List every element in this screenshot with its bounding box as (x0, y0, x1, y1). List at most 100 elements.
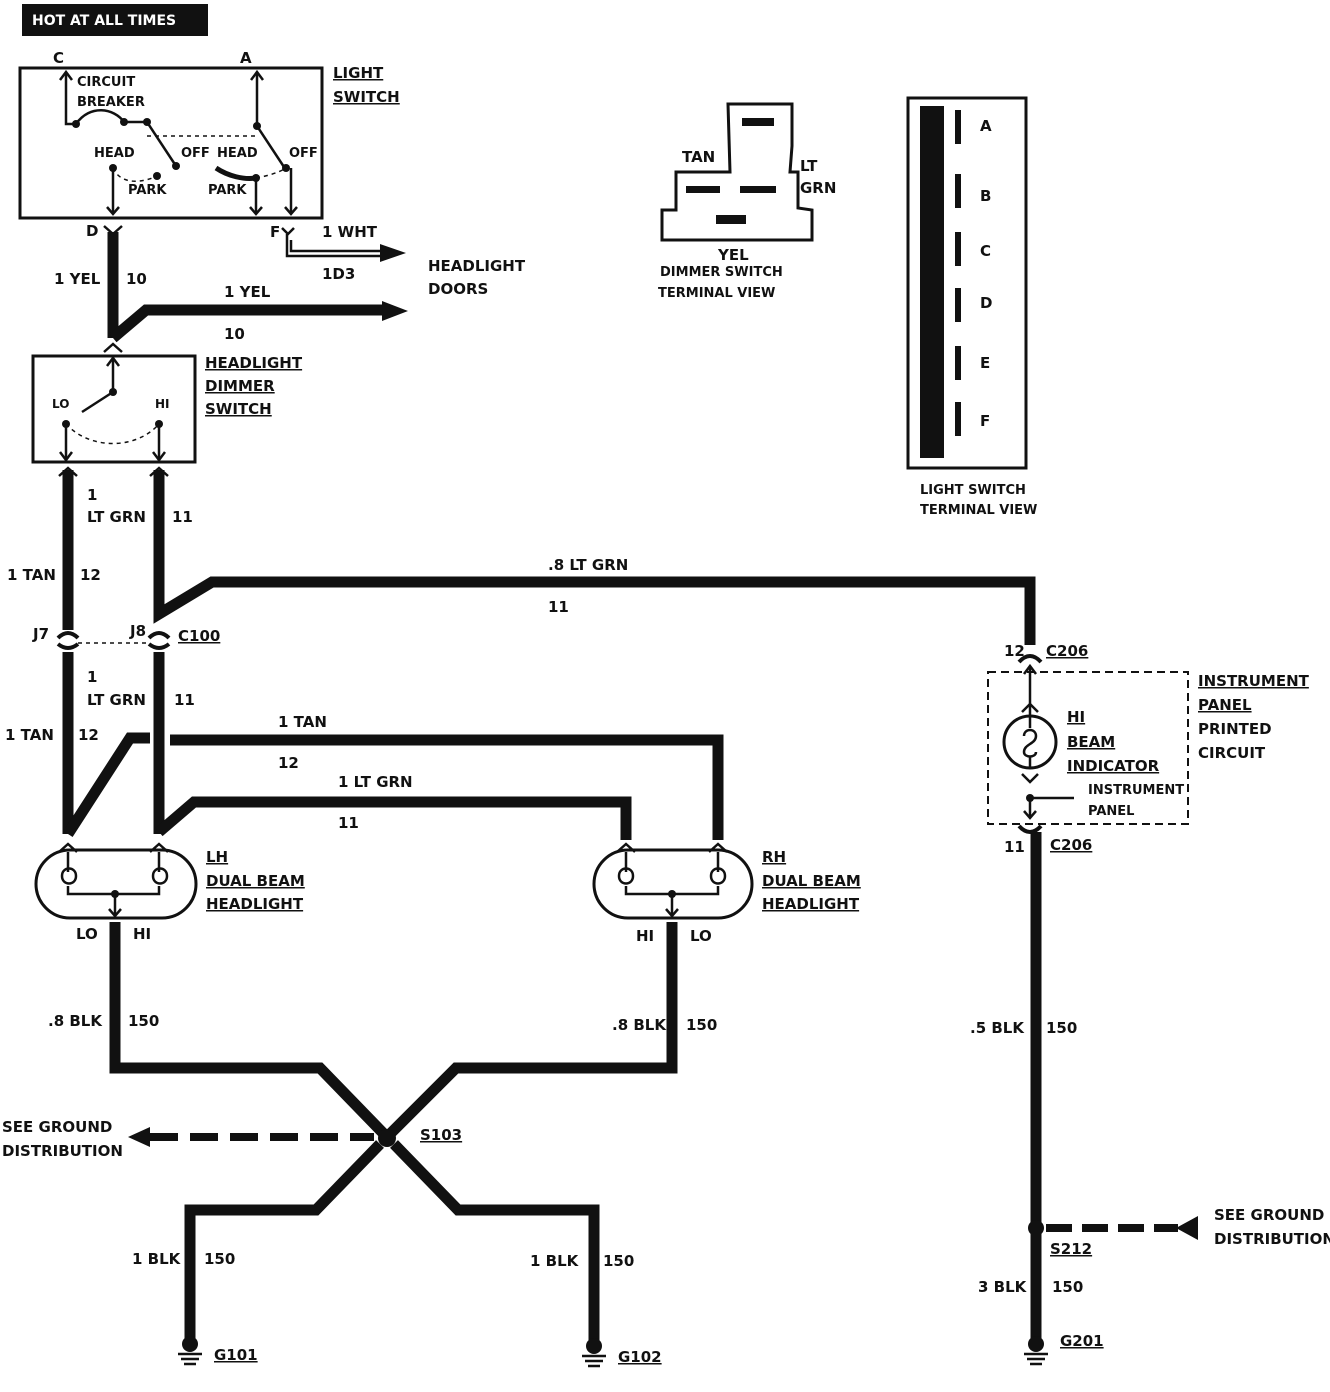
ls-tv-caption-2: TERMINAL VIEW (920, 503, 1037, 518)
ip-gnd-size: .5 BLK (970, 1019, 1025, 1037)
head-right-label: HEAD (217, 146, 258, 161)
g101-circuit: 150 (204, 1250, 235, 1268)
wht-wire-size: 1 WHT (322, 223, 378, 241)
lh-gnd-circuit: 150 (128, 1012, 159, 1030)
rh-tan-size: 1 TAN (278, 713, 327, 731)
s103-ground-network: S103 SEE GROUND DISTRIBUTION .8 BLK 150 … (2, 922, 717, 1368)
dimmer-tv-caption-1: DIMMER SWITCH (660, 265, 783, 280)
rh-hi-label: HI (636, 927, 654, 945)
rh-ltgrn-size: 1 LT GRN (338, 773, 413, 791)
term-d-label: D (86, 222, 98, 240)
s212-see-2: DISTRIBUTION (1214, 1230, 1330, 1248)
lower-tan-size: 1 TAN (5, 726, 54, 744)
headlight-doors-label-2: DOORS (428, 280, 488, 298)
ip-ground-label-2: PANEL (1088, 804, 1134, 819)
s212-label: S212 (1050, 1240, 1092, 1258)
dimmer-tv-yel: YEL (717, 246, 749, 264)
g102-size: 1 BLK (530, 1252, 580, 1270)
off-left-label: OFF (181, 146, 210, 161)
lh-label-1: LH (206, 848, 228, 866)
s103-see-1: SEE GROUND (2, 1118, 112, 1136)
g102-circuit: 150 (603, 1252, 634, 1270)
c206-top-pin: 12 (1004, 642, 1025, 660)
dimmer-lo-label: LO (52, 397, 69, 411)
lh-gnd-size: .8 BLK (48, 1012, 103, 1030)
light-switch-label-2: SWITCH (333, 88, 400, 106)
rh-label-3: HEADLIGHT (762, 895, 860, 913)
ipc-label-4: CIRCUIT (1198, 744, 1266, 762)
yel-wire: 1 YEL 10 1 YEL 10 (54, 225, 408, 353)
light-switch: LIGHT SWITCH C A D F CIRCUIT BREAKER HEA… (18, 49, 400, 241)
indicator-label-3: INDICATOR (1067, 757, 1160, 775)
light-switch-label-1: LIGHT (333, 64, 384, 82)
connector-c100: J7 J8 C100 (32, 622, 220, 650)
yel-size-top: 1 YEL (54, 270, 101, 288)
c206-bot-pin: 11 (1004, 838, 1025, 856)
wht-wire-circuit: 1D3 (322, 265, 355, 283)
rh-gnd-size: .8 BLK (612, 1016, 667, 1034)
s103-splice-dot (378, 1129, 396, 1147)
j7-label: J7 (32, 625, 49, 643)
lower-ltgrn-size-2: LT GRN (87, 691, 146, 709)
ls-tv-term-c: C (980, 242, 991, 260)
circuit-breaker-label-1: CIRCUIT (77, 75, 135, 90)
s103-label: S103 (420, 1126, 462, 1144)
rh-ltgrn-circuit: 11 (338, 814, 359, 832)
headlight-doors-feed: 1 WHT 1D3 HEADLIGHT DOORS (281, 223, 526, 298)
upper-wires: 1 LT GRN 11 1 TAN 12 .8 LT GRN 11 (7, 466, 1036, 645)
ground-g201-icon (1024, 1336, 1048, 1366)
upper-tan-size: 1 TAN (7, 566, 56, 584)
hot-at-all-times-text: HOT AT ALL TIMES (32, 13, 176, 29)
rh-label-2: DUAL BEAM (762, 872, 861, 890)
s212-see-1: SEE GROUND (1214, 1206, 1324, 1224)
ip-feed-size: .8 LT GRN (548, 556, 628, 574)
s103-see-2: DISTRIBUTION (2, 1142, 123, 1160)
upper-ltgrn-size-2: LT GRN (87, 508, 146, 526)
s212-circuit: 150 (1052, 1278, 1083, 1296)
term-f-label: F (270, 223, 280, 241)
s212-ground-network: S212 SEE GROUND DISTRIBUTION 3 BLK 150 G… (978, 1206, 1330, 1366)
park-left-label: PARK (128, 183, 167, 198)
indicator-label-1: HI (1067, 708, 1085, 726)
lh-label-2: DUAL BEAM (206, 872, 305, 890)
rh-tan-circuit: 12 (278, 754, 299, 772)
ground-g101-icon (178, 1336, 202, 1366)
term-a-label: A (240, 49, 252, 67)
upper-ltgrn-size-1: 1 (87, 486, 97, 504)
lh-label-3: HEADLIGHT (206, 895, 304, 913)
dimmer-hi-label: HI (155, 397, 170, 411)
dimmer-label-1: HEADLIGHT (205, 354, 303, 372)
headlight-doors-label-1: HEADLIGHT (428, 257, 526, 275)
lower-tan-circuit: 12 (78, 726, 99, 744)
c206-top-label: C206 (1046, 642, 1088, 660)
yel-circuit-branch: 10 (224, 325, 245, 343)
lh-headlight: LH DUAL BEAM HEADLIGHT LO HI (34, 842, 305, 943)
lower-ltgrn-circuit: 11 (174, 691, 195, 709)
hot-at-all-times-badge (22, 4, 208, 36)
lower-wires: 1 LT GRN 11 1 TAN 12 1 TAN 12 1 LT GRN 1… (5, 652, 724, 840)
head-left-label: HEAD (94, 146, 135, 161)
dimmer-terminal-view: TAN LT GRN YEL DIMMER SWITCH TERMINAL VI… (658, 102, 836, 301)
lower-ltgrn-size-1: 1 (87, 668, 97, 686)
lh-lo-label: LO (76, 925, 98, 943)
g102-label: G102 (618, 1348, 662, 1366)
ground-g102-icon (582, 1338, 606, 1368)
ip-ground-label-1: INSTRUMENT (1088, 783, 1184, 798)
dimmer-label-2: DIMMER (205, 377, 275, 395)
g101-label: G101 (214, 1346, 258, 1364)
dimmer-tv-lt: LT (800, 157, 818, 175)
g201-label: G201 (1060, 1332, 1104, 1350)
yel-circuit-top: 10 (126, 270, 147, 288)
ip-gnd-circuit: 150 (1046, 1019, 1077, 1037)
off-right-label: OFF (289, 146, 318, 161)
ipc-label-1: INSTRUMENT (1198, 672, 1310, 690)
park-right-label: PARK (208, 183, 247, 198)
rh-label-1: RH (762, 848, 786, 866)
instrument-panel: 12 C206 INSTRUMENT PANEL PRINTED CIRCUIT… (970, 642, 1310, 1228)
ipc-label-3: PRINTED (1198, 720, 1272, 738)
yel-size-branch: 1 YEL (224, 283, 271, 301)
s212-size: 3 BLK (978, 1278, 1028, 1296)
rh-lo-label: LO (690, 927, 712, 945)
ls-tv-term-a: A (980, 117, 992, 135)
